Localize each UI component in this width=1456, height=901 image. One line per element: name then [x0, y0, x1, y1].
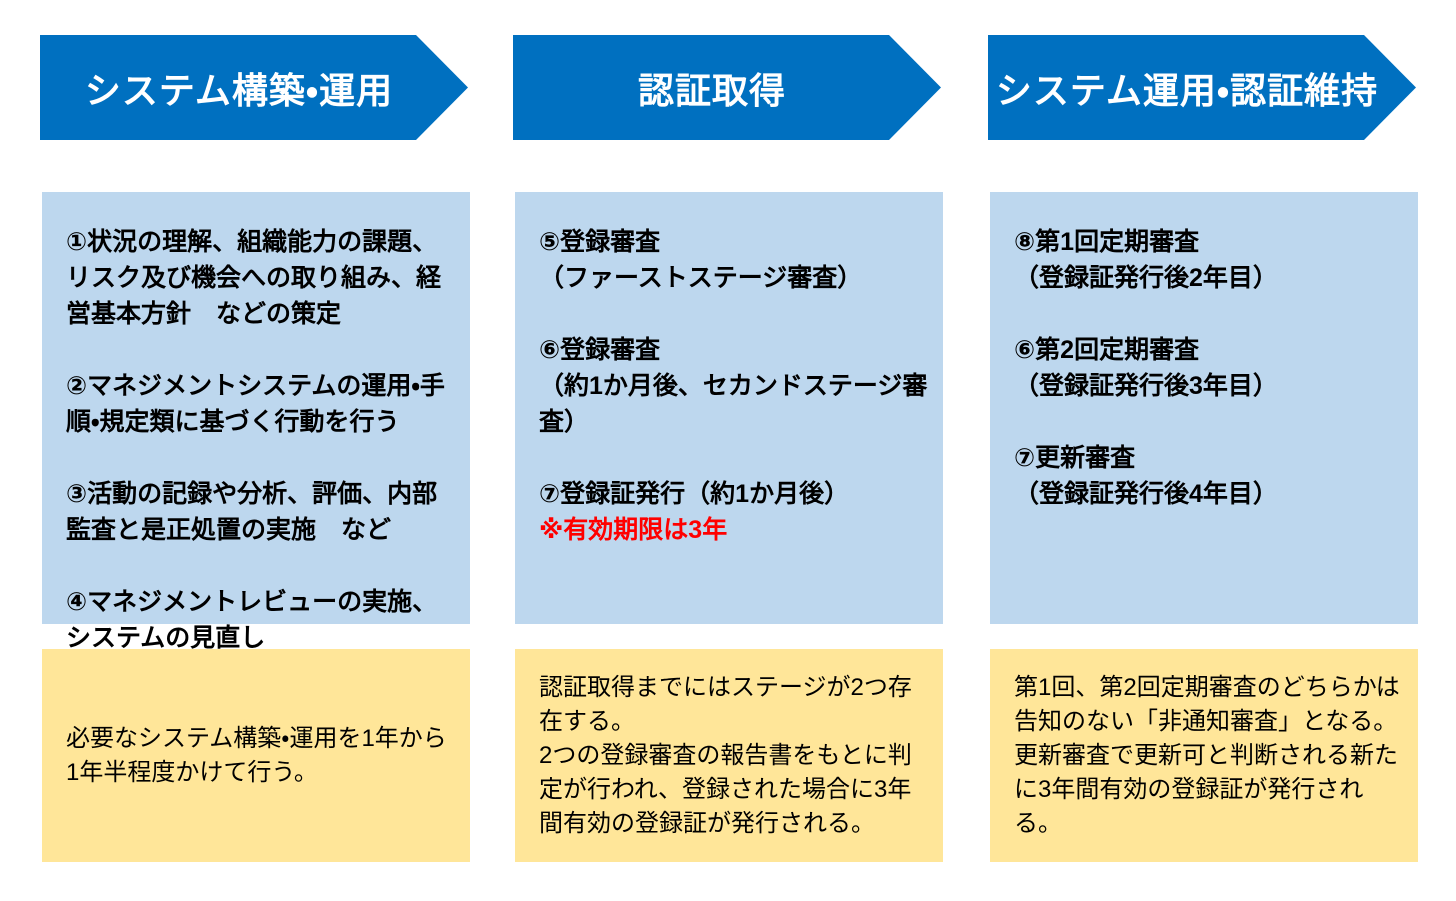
step-item-6: ⑥登録審査 （約1か月後、セカンドステージ審査） — [539, 336, 928, 436]
step-item-10: ⑦更新審査 （登録証発行後4年目） — [1014, 444, 1278, 508]
stage-header-arrow: システム運用・認証維持 — [988, 35, 1416, 140]
stage-header-label: システム構築・運用 — [84, 69, 394, 111]
step-item-5: ⑤登録審査 （ファーストステージ審査） — [539, 228, 863, 292]
step-item-2: ②マネジメントシステムの運用・手順・規定類に基づく行動を行う — [66, 372, 445, 436]
note-box: 第1回、第2回定期審査のどちらかは告知のない「非通知審査」となる。 更新審査で更… — [990, 649, 1418, 862]
validity-red-note: ※有効期限は3年 — [539, 516, 728, 544]
stage-header-arrow: システム構築・運用 — [40, 35, 468, 140]
note-text: 第1回、第2回定期審査のどちらかは告知のない「非通知審査」となる。 更新審査で更… — [1014, 673, 1400, 837]
note-text: 必要なシステム構築・運用を1年から1年半程度かけて行う。 — [66, 724, 447, 786]
note-box: 必要なシステム構築・運用を1年から1年半程度かけて行う。 — [42, 649, 470, 862]
steps-box: ⑤登録審査 （ファーストステージ審査） ⑥登録審査 （約1か月後、セカンドステー… — [515, 192, 943, 624]
note-text: 認証取得までにはステージが2つ存在する。 2つの登録審査の報告書をもとに判定が行… — [539, 673, 912, 837]
stage-certification: 認証取得 ⑤登録審査 （ファーストステージ審査） ⑥登録審査 （約1か月後、セカ… — [515, 0, 943, 901]
step-item-8: ⑧第1回定期審査 （登録証発行後2年目） — [1014, 228, 1278, 292]
stage-system-build: システム構築・運用 ①状況の理解、組織能力の課題、リスク及び機会への取り組み、経… — [42, 0, 470, 901]
step-item-7: ⑦登録証発行（約1か月後） — [539, 480, 850, 508]
note-box: 認証取得までにはステージが2つ存在する。 2つの登録審査の報告書をもとに判定が行… — [515, 649, 943, 862]
step-item-4: ④マネジメントレビューの実施、システムの見直し — [66, 588, 438, 652]
stage-header-arrow: 認証取得 — [513, 35, 941, 140]
step-item-9: ⑥第2回定期審査 （登録証発行後3年目） — [1014, 336, 1278, 400]
stage-header-label: システム運用・認証維持 — [995, 69, 1379, 111]
stage-maintenance: システム運用・認証維持 ⑧第1回定期審査 （登録証発行後2年目） ⑥第2回定期審… — [990, 0, 1418, 901]
stage-header-label: 認証取得 — [637, 69, 786, 111]
steps-box: ⑧第1回定期審査 （登録証発行後2年目） ⑥第2回定期審査 （登録証発行後3年目… — [990, 192, 1418, 624]
step-item-3: ③活動の記録や分析、評価、内部監査と是正処置の実施 など — [66, 480, 438, 544]
steps-box: ①状況の理解、組織能力の課題、リスク及び機会への取り組み、経営基本方針 などの策… — [42, 192, 470, 652]
step-item-1: ①状況の理解、組織能力の課題、リスク及び機会への取り組み、経営基本方針 などの策… — [66, 228, 442, 328]
